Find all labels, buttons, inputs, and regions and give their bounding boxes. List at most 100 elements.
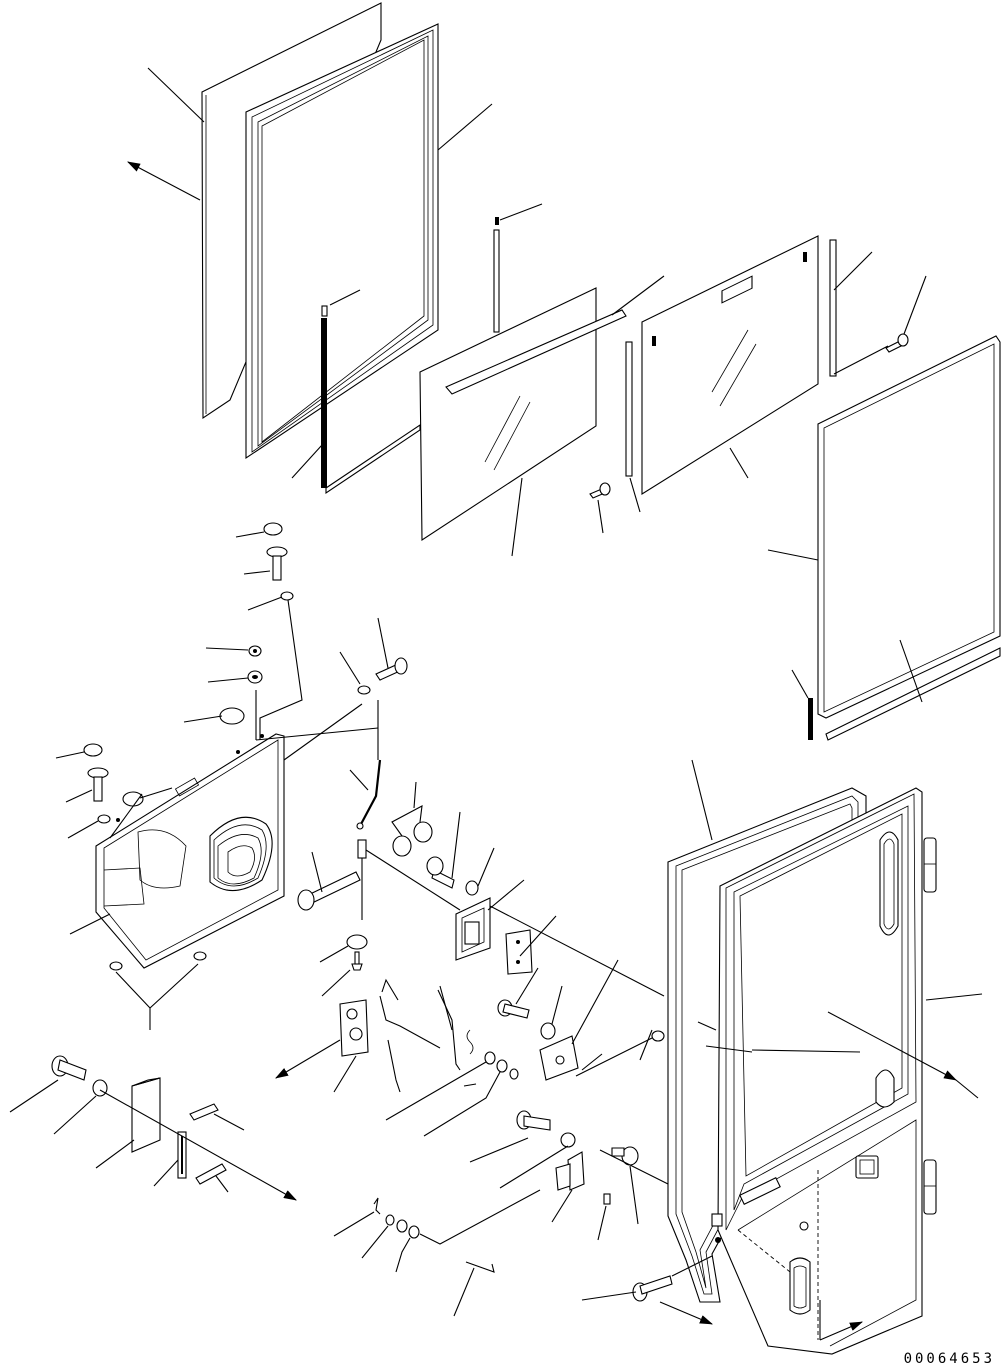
spring-part [603, 1193, 611, 1205]
lock-rod-part [357, 839, 367, 920]
leader-line [955, 1079, 979, 1099]
lock-cylinder-part [611, 1146, 639, 1166]
fixed-glass-part [419, 287, 627, 542]
pin-part [373, 1197, 381, 1215]
leader-line [629, 477, 641, 513]
leader-line [499, 203, 543, 221]
leader-line [439, 985, 453, 1031]
washer-part [385, 1214, 420, 1239]
leader-line [413, 781, 417, 809]
arrow-to-door [827, 1011, 957, 1081]
rubber-stop-part [177, 1131, 187, 1179]
clip-part [247, 670, 263, 684]
leader-line [255, 727, 379, 741]
leader-line [391, 805, 423, 837]
leader-line [581, 1291, 637, 1301]
leader-line [311, 851, 323, 893]
leader-line [419, 1189, 541, 1245]
leader-line [115, 963, 199, 1009]
arrow-lower-left [659, 1301, 714, 1325]
leader-line [489, 905, 665, 997]
leader-line [183, 715, 223, 723]
leader-line [697, 1021, 717, 1031]
bushing-part [346, 934, 368, 971]
leader-line [751, 1049, 861, 1053]
screw-part [87, 767, 109, 802]
leader-line [899, 639, 923, 703]
leader-line [333, 1211, 375, 1237]
leader-line [291, 444, 323, 479]
grommet-part [263, 522, 283, 536]
leader-line [349, 769, 369, 791]
drawing-number: 00064653 [903, 1351, 995, 1367]
washer-part [484, 1051, 519, 1080]
bolt-part [497, 999, 556, 1040]
latch-bracket-part [539, 1030, 665, 1081]
leader-line [205, 647, 249, 651]
leader-line [329, 289, 361, 306]
screw-part [632, 1275, 673, 1302]
door-catch-part [505, 929, 533, 975]
leader-line [207, 677, 249, 683]
leader-line [339, 651, 361, 685]
plug-part [122, 791, 144, 807]
leader-line [469, 1137, 529, 1163]
leader-line [451, 811, 461, 879]
arrow-to-left [127, 161, 201, 201]
striker-plate-part [455, 897, 491, 961]
leader-line [705, 1045, 753, 1053]
leader-line [571, 959, 619, 1045]
leader-line [499, 1145, 569, 1189]
leader-line [511, 477, 523, 557]
bolt-part [297, 871, 361, 911]
leader-line [833, 251, 873, 291]
bolt-part [51, 1055, 87, 1081]
leader-line [581, 1053, 603, 1071]
screw-part [266, 546, 288, 581]
door-lock-assembly-part [339, 978, 441, 1093]
washer-part [92, 1079, 108, 1097]
leader-line [629, 1165, 639, 1225]
leader-line [903, 275, 927, 335]
leader-line [463, 1083, 477, 1087]
leader-line [551, 985, 563, 1025]
leader-line [321, 969, 351, 997]
hinge-plate-part [555, 1151, 585, 1191]
spring-pin-part [465, 1261, 495, 1273]
leader-line [487, 879, 525, 911]
arrow-to-right [99, 1089, 297, 1201]
window-rubber-frame-part [245, 23, 439, 460]
leader-line [691, 759, 713, 841]
leader-line [477, 847, 495, 887]
bolt-part [516, 1110, 576, 1148]
washer-part [97, 814, 111, 824]
guide-rail-right-part [829, 239, 837, 377]
leader-line [361, 1225, 389, 1259]
guide-channel-part [189, 1103, 219, 1121]
leader-line [791, 669, 809, 699]
clip-part [109, 951, 207, 971]
leader-line [67, 820, 99, 839]
leader-line [259, 599, 303, 740]
leader-line [639, 1029, 653, 1061]
leader-line [453, 1267, 475, 1317]
mounting-bracket-part [131, 1077, 161, 1153]
leader-line [55, 751, 85, 759]
leader-line [65, 789, 93, 803]
bolt-part [426, 856, 479, 896]
clip-part [248, 645, 262, 657]
leader-line [235, 531, 265, 538]
weather-strip-part [321, 305, 421, 495]
leader-line [213, 1113, 245, 1131]
plug-part [219, 707, 245, 725]
leader-line [247, 596, 283, 611]
leader-line [925, 993, 983, 1001]
link-rod-part [356, 759, 382, 830]
leader-line [767, 549, 819, 561]
cap-part [83, 743, 103, 757]
screw-part [589, 482, 611, 499]
leader-line [597, 1205, 607, 1241]
leader-line [139, 787, 173, 799]
leader-line [551, 1189, 573, 1223]
